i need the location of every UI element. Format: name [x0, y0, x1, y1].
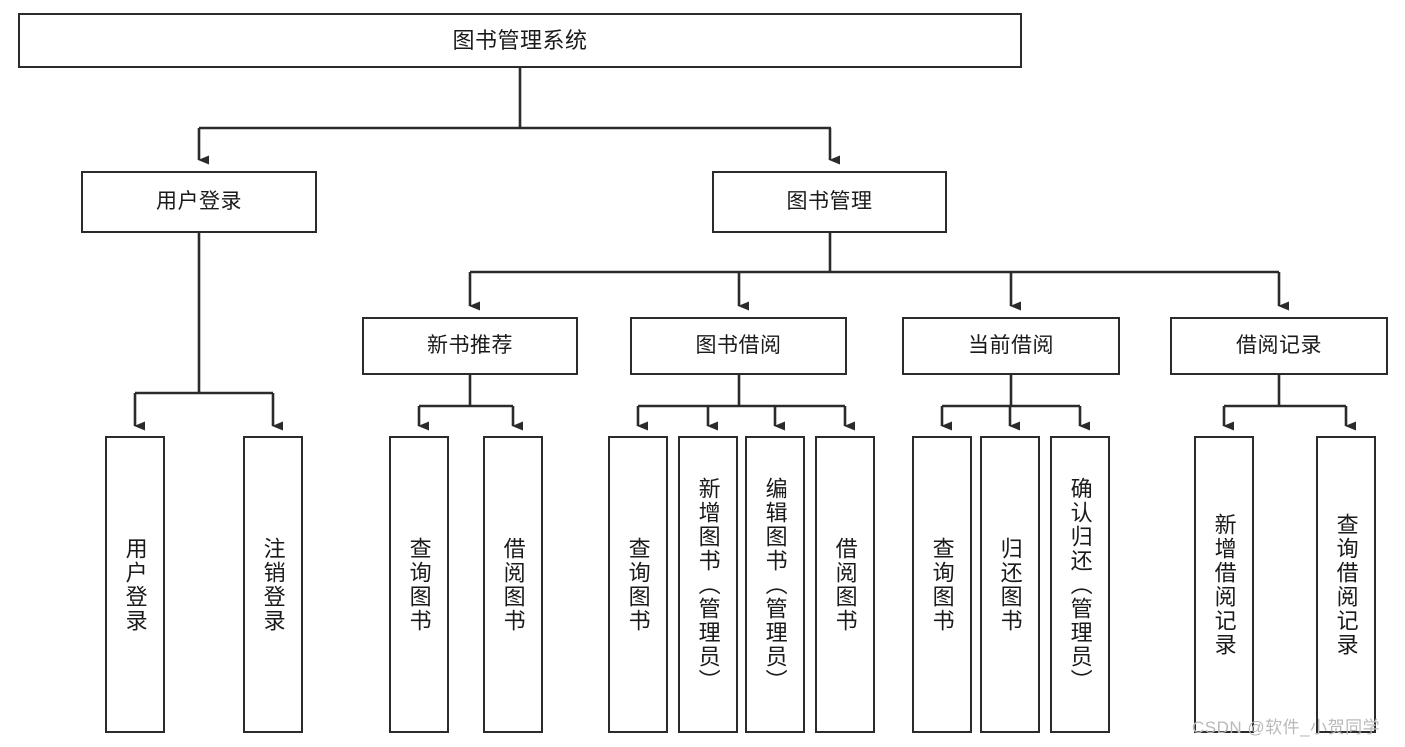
node-leaf-add-book[interactable]: 新增图书（管理员） [678, 436, 738, 733]
node-leaf-return-book[interactable]: 归还图书 [980, 436, 1040, 733]
node-label: 归还图书 [997, 536, 1023, 633]
node-user-login[interactable]: 用户登录 [81, 171, 317, 233]
node-label: 借阅记录 [1236, 333, 1322, 357]
node-leaf-edit-book[interactable]: 编辑图书（管理员） [745, 436, 805, 733]
node-borrow-record[interactable]: 借阅记录 [1170, 317, 1388, 375]
node-book-borrow[interactable]: 图书借阅 [630, 317, 847, 375]
node-label: 查询图书 [929, 536, 955, 633]
node-label: 新书推荐 [427, 333, 513, 357]
edge-currentborrow-to-leaves [940, 375, 1090, 431]
node-root-system[interactable]: 图书管理系统 [18, 13, 1022, 68]
node-leaf-borrow-book-2[interactable]: 借阅图书 [815, 436, 875, 733]
edge-newbook-to-leaves [417, 375, 523, 431]
node-leaf-borrow-book-1[interactable]: 借阅图书 [483, 436, 543, 733]
node-label: 用户登录 [122, 536, 148, 633]
node-label: 注销登录 [260, 536, 286, 633]
node-leaf-confirm-return[interactable]: 确认归还（管理员） [1050, 436, 1110, 733]
edge-borrowrecord-to-leaves [1222, 375, 1356, 431]
node-leaf-add-borrow-record[interactable]: 新增借阅记录 [1194, 436, 1254, 733]
node-leaf-query-borrow-record[interactable]: 查询借阅记录 [1316, 436, 1376, 733]
node-label: 借阅图书 [832, 536, 858, 633]
node-label: 编辑图书（管理员） [762, 476, 788, 693]
node-label: 查询图书 [625, 536, 651, 633]
node-leaf-query-book-1[interactable]: 查询图书 [389, 436, 449, 733]
node-label: 图书管理 [786, 189, 873, 213]
node-new-book-recommend[interactable]: 新书推荐 [362, 317, 578, 375]
edge-userlogin-to-leaves [133, 233, 283, 431]
csdn-watermark: CSDN @软件_小贺同学 [1192, 718, 1381, 737]
node-label: 当前借阅 [968, 333, 1054, 357]
node-leaf-query-book-2[interactable]: 查询图书 [608, 436, 668, 733]
node-label: 确认归还（管理员） [1067, 476, 1093, 693]
edge-root-to-level2 [197, 68, 840, 165]
edge-bookborrow-to-leaves [636, 375, 855, 431]
node-book-manage[interactable]: 图书管理 [712, 171, 947, 233]
node-label: 新增图书（管理员） [695, 476, 721, 693]
node-label: 图书借阅 [695, 333, 782, 357]
node-leaf-query-book-3[interactable]: 查询图书 [912, 436, 972, 733]
node-leaf-user-logout[interactable]: 注销登录 [243, 436, 303, 733]
node-label: 借阅图书 [500, 536, 526, 633]
edge-bookmanage-to-level3 [468, 233, 1289, 311]
node-label: 用户登录 [156, 189, 242, 213]
node-label: 查询借阅记录 [1333, 512, 1359, 657]
node-leaf-user-login[interactable]: 用户登录 [105, 436, 165, 733]
node-label: 图书管理系统 [452, 27, 588, 53]
node-current-borrow[interactable]: 当前借阅 [902, 317, 1120, 375]
node-label: 查询图书 [406, 536, 432, 633]
node-label: 新增借阅记录 [1211, 512, 1237, 657]
